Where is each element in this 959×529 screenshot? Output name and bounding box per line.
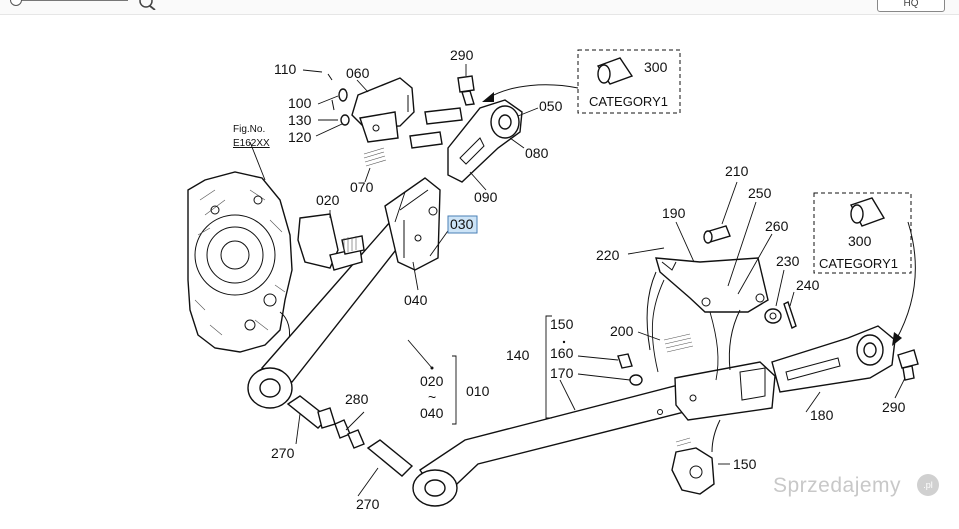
label-140[interactable]: 140 — [506, 347, 530, 363]
category-box-right — [813, 192, 912, 274]
label-category1-top[interactable]: CATEGORY1 — [589, 94, 668, 109]
pin-290-top — [457, 75, 475, 106]
nuts-160-170 — [617, 353, 643, 386]
label-020-range[interactable]: 020 — [420, 373, 444, 389]
watermark-badge: .pl — [917, 474, 939, 496]
top-bracket-060 — [351, 77, 415, 143]
label-080[interactable]: 080 — [525, 145, 549, 161]
label-170[interactable]: 170 — [550, 365, 574, 381]
label-300-top[interactable]: 300 — [644, 59, 668, 75]
right-lower-link — [412, 361, 776, 507]
left-lower-link — [247, 177, 441, 409]
label-100[interactable]: 100 — [288, 95, 312, 111]
label-250[interactable]: 250 — [748, 185, 772, 201]
label-070[interactable]: 070 — [350, 179, 374, 195]
label-fig-ref[interactable]: E162XX — [233, 138, 270, 149]
assembly-arrows — [482, 84, 916, 346]
label-130[interactable]: 130 — [288, 112, 312, 128]
label-110[interactable]: 110 — [274, 61, 297, 77]
label-270-lower[interactable]: 270 — [356, 496, 380, 512]
search-icon[interactable] — [138, 0, 158, 10]
check-chain-bracket — [297, 213, 365, 271]
watermark-text: Sprzedajemy — [773, 474, 902, 497]
label-210[interactable]: 210 — [725, 163, 749, 179]
label-160[interactable]: 160 — [550, 345, 574, 361]
spring-200 — [663, 333, 694, 353]
label-040-range[interactable]: 040 — [420, 405, 444, 421]
label-200[interactable]: 200 — [610, 323, 634, 339]
range-brackets — [430, 315, 566, 425]
label-150-bottom[interactable]: 150 — [733, 456, 757, 472]
label-260[interactable]: 260 — [765, 218, 789, 234]
viewer-toolbar: HQ — [0, 0, 959, 15]
highlight-030 — [447, 215, 478, 234]
label-220[interactable]: 220 — [596, 247, 620, 263]
label-120[interactable]: 120 — [288, 129, 312, 145]
gearbox-housing — [187, 171, 293, 353]
pin-210 — [703, 225, 731, 244]
pin-270-upper — [286, 395, 336, 429]
hq-button[interactable]: HQ — [877, 0, 945, 12]
label-240[interactable]: 240 — [796, 277, 820, 293]
label-290-top[interactable]: 290 — [450, 47, 474, 63]
pin-080-090 — [409, 107, 463, 149]
label-030[interactable]: 030 — [450, 216, 474, 232]
label-300-right[interactable]: 300 — [848, 233, 872, 249]
extension-link-180 — [771, 325, 896, 393]
washers-230-240 — [764, 301, 797, 329]
label-range-tilde[interactable]: ~ — [428, 389, 436, 405]
label-290-right[interactable]: 290 — [882, 399, 906, 415]
pin-spring-070 — [363, 147, 387, 167]
pins-100-130 — [327, 73, 350, 126]
pin-290-right — [897, 349, 919, 381]
label-180[interactable]: 180 — [810, 407, 834, 423]
label-270-upper[interactable]: 270 — [271, 445, 295, 461]
right-bracket-190 — [646, 257, 769, 371]
category-box-top — [577, 49, 681, 114]
label-190[interactable]: 190 — [662, 205, 686, 221]
label-040[interactable]: 040 — [404, 292, 428, 308]
part-labels: 110 060 290 300 100 050 CATEGORY1 130 12… — [233, 47, 906, 512]
zoom-slider-track[interactable] — [18, 0, 128, 1]
label-090[interactable]: 090 — [474, 189, 498, 205]
label-230[interactable]: 230 — [776, 253, 800, 269]
top-link-050 — [447, 99, 523, 183]
label-280[interactable]: 280 — [345, 391, 369, 407]
label-fig-no[interactable]: Fig.No. — [233, 124, 265, 135]
label-060[interactable]: 060 — [346, 65, 370, 81]
pin-270-lower — [366, 439, 414, 477]
leader-lines — [249, 64, 906, 497]
label-010[interactable]: 010 — [466, 383, 490, 399]
label-050[interactable]: 050 — [539, 98, 563, 114]
label-category1-right[interactable]: CATEGORY1 — [819, 256, 898, 271]
bracket-150 — [671, 419, 721, 495]
pins-280 — [334, 419, 365, 449]
label-150-top[interactable]: 150 — [550, 316, 574, 332]
label-020[interactable]: 020 — [316, 192, 340, 208]
